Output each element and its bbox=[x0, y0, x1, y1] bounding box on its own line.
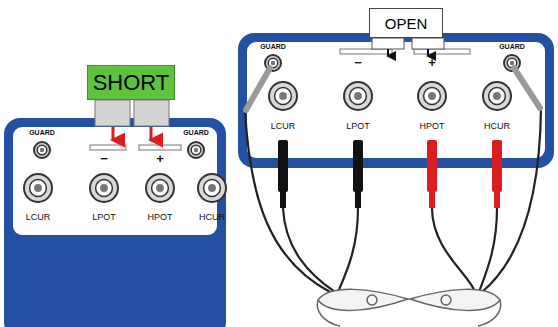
jack bbox=[34, 142, 50, 158]
terminal-label: LCUR bbox=[271, 122, 296, 131]
arrow bbox=[112, 127, 115, 140]
open-plate-foot bbox=[412, 38, 444, 49]
banana-plug bbox=[353, 140, 363, 208]
terminal-label: LPOT bbox=[92, 213, 116, 222]
jack bbox=[483, 82, 511, 110]
plate-label: SHORT bbox=[93, 70, 170, 96]
polarity-sign: − bbox=[100, 152, 108, 165]
short-plate-foot bbox=[95, 100, 130, 126]
banana-plug bbox=[492, 140, 502, 208]
guard-label: GUARD bbox=[29, 129, 55, 136]
plugs bbox=[278, 140, 502, 208]
terminal-label: LPOT bbox=[346, 122, 370, 131]
arrow bbox=[387, 49, 389, 56]
jacks bbox=[24, 55, 520, 202]
guard-probe bbox=[514, 68, 540, 108]
polarity-sign: + bbox=[428, 56, 436, 69]
terminal-label: LCUR bbox=[26, 213, 51, 222]
jack bbox=[344, 82, 372, 110]
jack bbox=[146, 174, 174, 202]
open-plate: OPEN bbox=[369, 8, 443, 38]
left-panel bbox=[4, 118, 226, 327]
guard-label: GUARD bbox=[499, 43, 525, 50]
terminal-label: HPOT bbox=[419, 122, 444, 131]
polarity-sign: + bbox=[156, 152, 164, 165]
jack bbox=[188, 142, 204, 158]
open-plate-foot bbox=[372, 38, 404, 49]
jack bbox=[24, 174, 52, 202]
jack bbox=[198, 174, 226, 202]
short-plate-foot bbox=[134, 100, 169, 126]
banana-plug bbox=[278, 140, 288, 208]
cables bbox=[245, 108, 541, 292]
arrow bbox=[150, 127, 153, 140]
banana-plug bbox=[427, 140, 437, 208]
guard-label: GUARD bbox=[183, 129, 209, 136]
jack bbox=[269, 82, 297, 110]
terminal-label: HCUR bbox=[199, 213, 225, 222]
plate-label: OPEN bbox=[385, 15, 428, 32]
short-plate: SHORT bbox=[87, 65, 176, 100]
terminal-label: HPOT bbox=[147, 213, 172, 222]
jack bbox=[90, 174, 118, 202]
kelvin-clips bbox=[317, 289, 500, 326]
guard-label: GUARD bbox=[260, 43, 286, 50]
guard-probe bbox=[246, 68, 270, 110]
jack bbox=[418, 82, 446, 110]
terminal-label: HCUR bbox=[484, 122, 510, 131]
polarity-sign: − bbox=[354, 56, 362, 69]
